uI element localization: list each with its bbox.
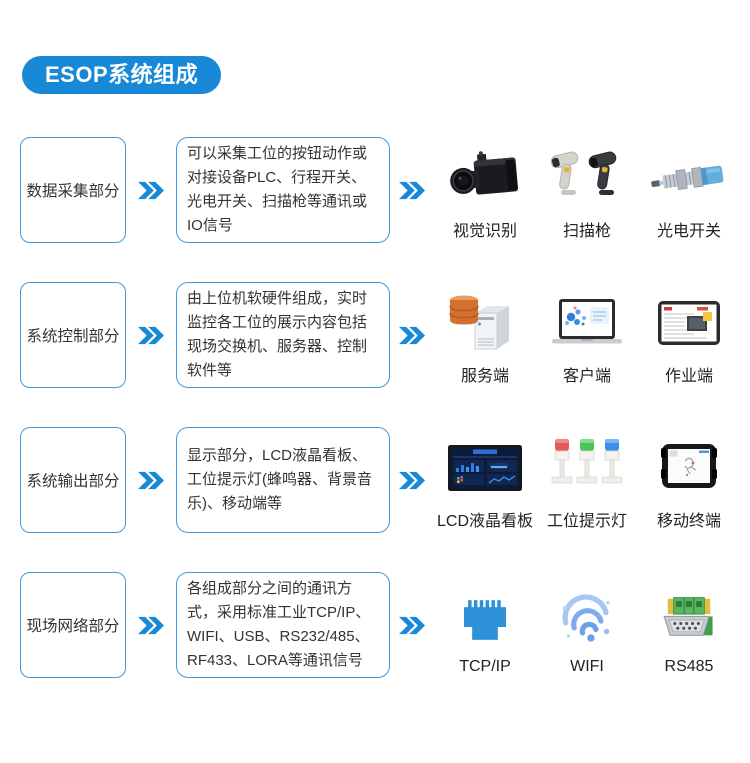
item-caption: 扫描枪 (562, 223, 611, 240)
item-caption: RS485 (664, 658, 714, 675)
item-barcode-scanner: 扫描枪 (536, 137, 638, 243)
barcode-scanner-icon (549, 145, 625, 213)
item-server: 服务端 (434, 282, 536, 388)
lcd-dashboard-icon (441, 435, 529, 503)
double-chevron-icon (126, 282, 176, 388)
double-chevron-icon (126, 572, 176, 678)
item-caption: 服务端 (460, 368, 509, 385)
item-caption: 移动终端 (656, 513, 721, 530)
row-data-collection: 数据采集部分 可以采集工位的按钮动作或对接设备PLC、行程开关、光电开关、扫描枪… (20, 137, 740, 243)
item-client: 客户端 (536, 282, 638, 388)
diagram-rows: 数据采集部分 可以采集工位的按钮动作或对接设备PLC、行程开关、光电开关、扫描枪… (20, 137, 740, 717)
double-chevron-icon (390, 427, 434, 533)
row-description: 由上位机软硬件组成，实时监控各工位的展示内容包括现场交换机、服务器、控制软件等 (187, 290, 368, 379)
server-database-icon (443, 290, 527, 358)
item-wifi: WIFI (536, 572, 638, 678)
workstation-monitor-icon (647, 290, 731, 358)
item-caption: TCP/IP (459, 658, 511, 675)
row-description: 各组成部分之间的通讯方式，采用标准工业TCP/IP、WIFI、USB、RS232… (187, 580, 371, 669)
double-chevron-icon (390, 572, 434, 678)
row-label-box: 系统输出部分 (20, 427, 126, 533)
item-tower-light: 工位提示灯 (536, 427, 638, 533)
item-work-terminal: 作业端 (638, 282, 740, 388)
double-chevron-icon (390, 282, 434, 388)
row-system-control: 系统控制部分 由上位机软硬件组成，实时监控各工位的展示内容包括现场交换机、服务器… (20, 282, 740, 388)
row-description-box: 由上位机软硬件组成，实时监控各工位的展示内容包括现场交换机、服务器、控制软件等 (176, 282, 390, 388)
row-description-box: 各组成部分之间的通讯方式，采用标准工业TCP/IP、WIFI、USB、RS232… (176, 572, 390, 678)
item-caption: 工位提示灯 (546, 513, 627, 530)
row-label-box: 数据采集部分 (20, 137, 126, 243)
row-field-network: 现场网络部分 各组成部分之间的通讯方式，采用标准工业TCP/IP、WIFI、US… (20, 572, 740, 678)
row-label: 系统控制部分 (26, 328, 120, 345)
item-caption: WIFI (570, 658, 604, 675)
row-description-box: 可以采集工位的按钮动作或对接设备PLC、行程开关、光电开关、扫描枪等通讯或IO信… (176, 137, 390, 243)
row-description: 可以采集工位的按钮动作或对接设备PLC、行程开关、光电开关、扫描枪等通讯或IO信… (187, 145, 368, 234)
double-chevron-icon (390, 137, 434, 243)
photoelectric-sensor-icon (647, 145, 731, 213)
laptop-icon (545, 290, 629, 358)
row-label: 数据采集部分 (26, 183, 120, 200)
rugged-tablet-icon (647, 435, 731, 503)
item-lcd-board: LCD液晶看板 (434, 427, 536, 533)
wifi-icon (557, 586, 617, 654)
row-label: 现场网络部分 (26, 618, 120, 635)
item-mobile-terminal: 移动终端 (638, 427, 740, 533)
rs485-connector-icon (656, 586, 722, 654)
industrial-camera-icon (443, 145, 527, 213)
item-rs485: RS485 (638, 572, 740, 678)
row-label-box: 现场网络部分 (20, 572, 126, 678)
ethernet-rj45-icon (457, 586, 513, 654)
page-title: ESOP系统组成 (22, 56, 222, 94)
item-caption: 视觉识别 (452, 223, 517, 240)
item-tcpip: TCP/IP (434, 572, 536, 678)
item-caption: LCD液晶看板 (436, 513, 533, 530)
row-description: 显示部分，LCD液晶看板、工位提示灯(蜂鸣器、背景音乐)、移动端等 (187, 447, 372, 512)
item-caption: 光电开关 (656, 223, 721, 240)
row-label: 系统输出部分 (26, 473, 120, 490)
item-photo-switch: 光电开关 (638, 137, 740, 243)
item-vision-recognition: 视觉识别 (434, 137, 536, 243)
double-chevron-icon (126, 137, 176, 243)
item-caption: 作业端 (664, 368, 713, 385)
row-label-box: 系统控制部分 (20, 282, 126, 388)
row-description-box: 显示部分，LCD液晶看板、工位提示灯(蜂鸣器、背景音乐)、移动端等 (176, 427, 390, 533)
item-caption: 客户端 (562, 368, 611, 385)
tower-lights-icon (547, 435, 627, 503)
row-system-output: 系统输出部分 显示部分，LCD液晶看板、工位提示灯(蜂鸣器、背景音乐)、移动端等 (20, 427, 740, 533)
double-chevron-icon (126, 427, 176, 533)
